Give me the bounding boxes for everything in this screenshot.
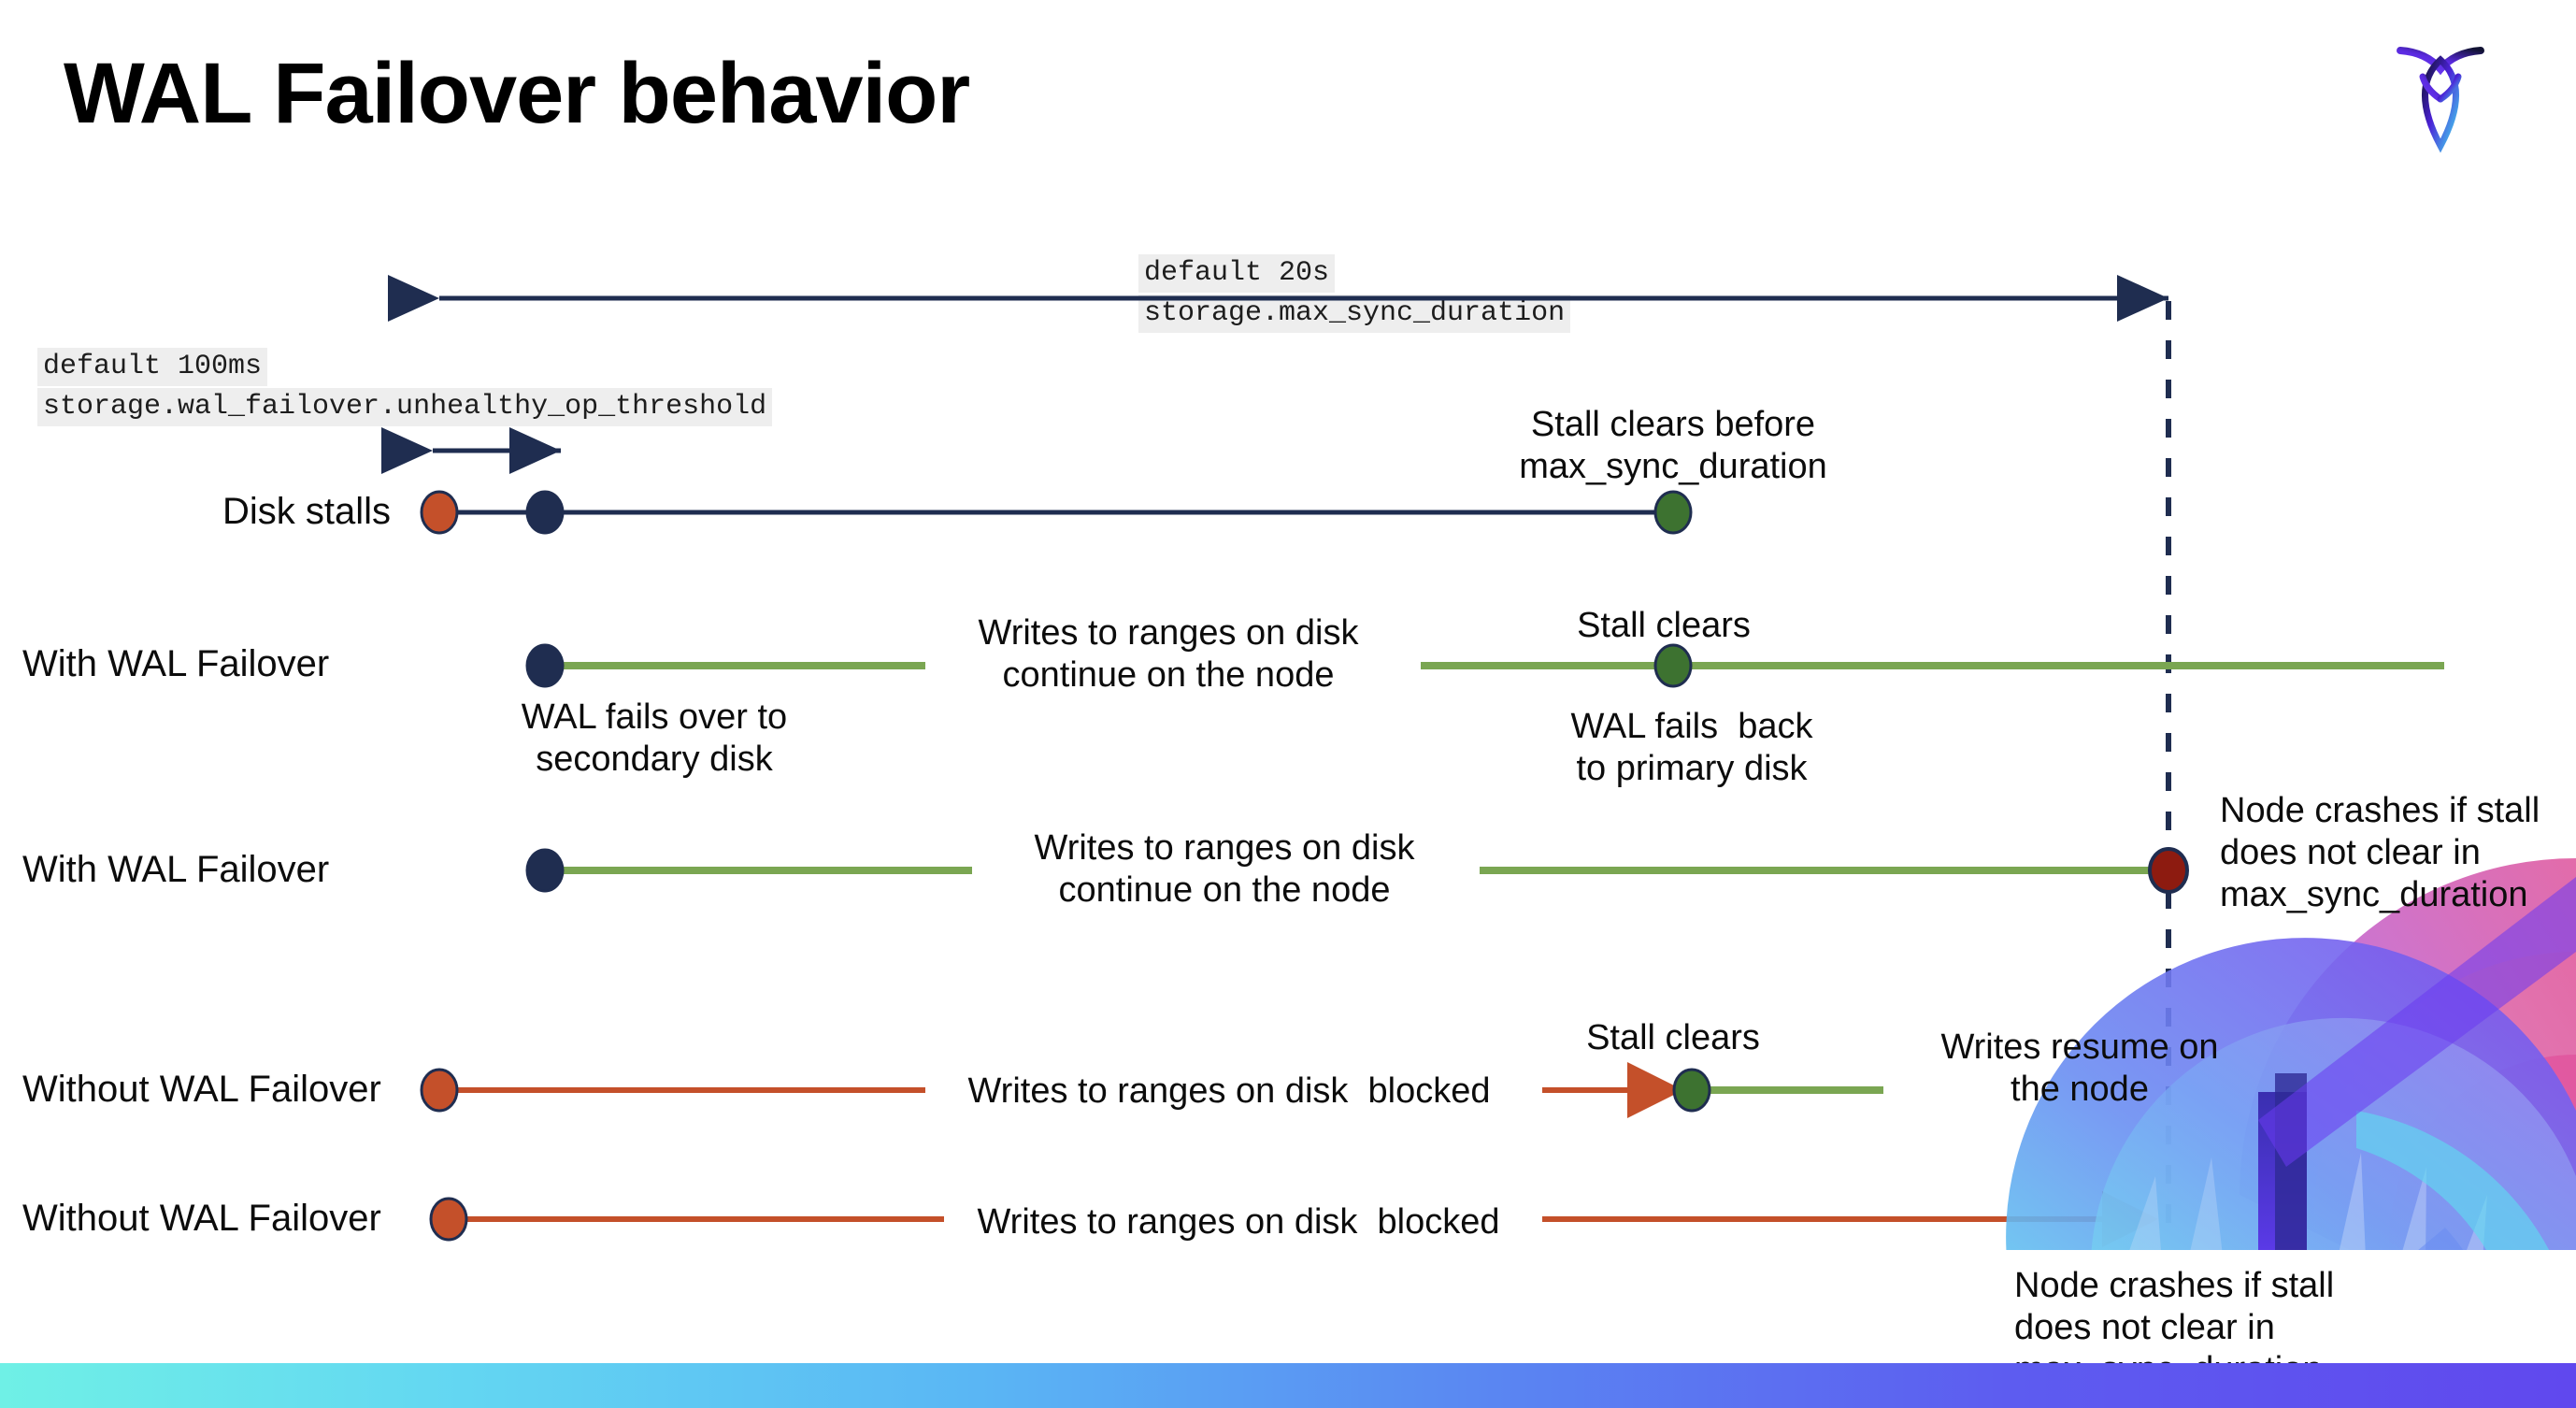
wal-failover-dot bbox=[525, 643, 565, 688]
note-writes-blocked-2: Writes to ranges on disk blocked bbox=[977, 1202, 1500, 1242]
note-writes-continue-2: Writes to ranges on disk continue on the… bbox=[1034, 828, 1415, 910]
node-crash-dot bbox=[2148, 847, 2189, 894]
note-node-crashes-1: Node crashes if stall does not clear in … bbox=[2220, 791, 2540, 914]
note-stall-clears-before-max-sync: Stall clears before max_sync_duration bbox=[1519, 405, 1827, 486]
stall-start-dot bbox=[420, 490, 459, 535]
note-wal-fails-over: WAL fails over to secondary disk bbox=[521, 697, 788, 779]
note-wal-fails-back: WAL fails back to primary disk bbox=[1570, 707, 1813, 788]
note-writes-resume: Writes resume on the node bbox=[1940, 1027, 2219, 1109]
row-disk-stalls-track bbox=[420, 490, 1693, 535]
wal-failover-dot bbox=[525, 848, 565, 893]
stall-clear-dot bbox=[1653, 490, 1693, 535]
unhealthy-default-chip: default 100ms bbox=[37, 348, 268, 386]
row-label-with-failover-2: With WAL Failover bbox=[22, 849, 330, 890]
bottom-gradient-bar bbox=[0, 1363, 2576, 1408]
page-title: WAL Failover behavior bbox=[64, 46, 970, 141]
caption-backdrop bbox=[1977, 1250, 2576, 1363]
note-stall-clears-1: Stall clears bbox=[1577, 606, 1751, 645]
row-label-without-failover-1: Without WAL Failover bbox=[22, 1069, 381, 1110]
unhealthy-setting-chip: storage.wal_failover.unhealthy_op_thresh… bbox=[37, 388, 773, 426]
row-with-failover-2-track bbox=[525, 847, 2189, 894]
stall-clear-dot bbox=[1672, 1068, 1711, 1113]
cockroachdb-logo bbox=[2389, 32, 2492, 153]
stall-start-dot bbox=[429, 1197, 468, 1242]
row-with-failover-1-track bbox=[525, 643, 2444, 688]
row-label-with-failover-1: With WAL Failover bbox=[22, 643, 330, 684]
stall-start-dot bbox=[420, 1068, 459, 1113]
row-label-without-failover-2: Without WAL Failover bbox=[22, 1198, 381, 1239]
failover-trigger-dot bbox=[525, 490, 565, 535]
note-stall-clears-2: Stall clears bbox=[1586, 1018, 1760, 1057]
row-label-disk-stalls: Disk stalls bbox=[222, 491, 392, 532]
note-writes-continue-1: Writes to ranges on disk continue on the… bbox=[978, 613, 1359, 695]
stall-clear-dot bbox=[1653, 643, 1693, 688]
note-writes-blocked-1: Writes to ranges on disk blocked bbox=[967, 1071, 1491, 1111]
